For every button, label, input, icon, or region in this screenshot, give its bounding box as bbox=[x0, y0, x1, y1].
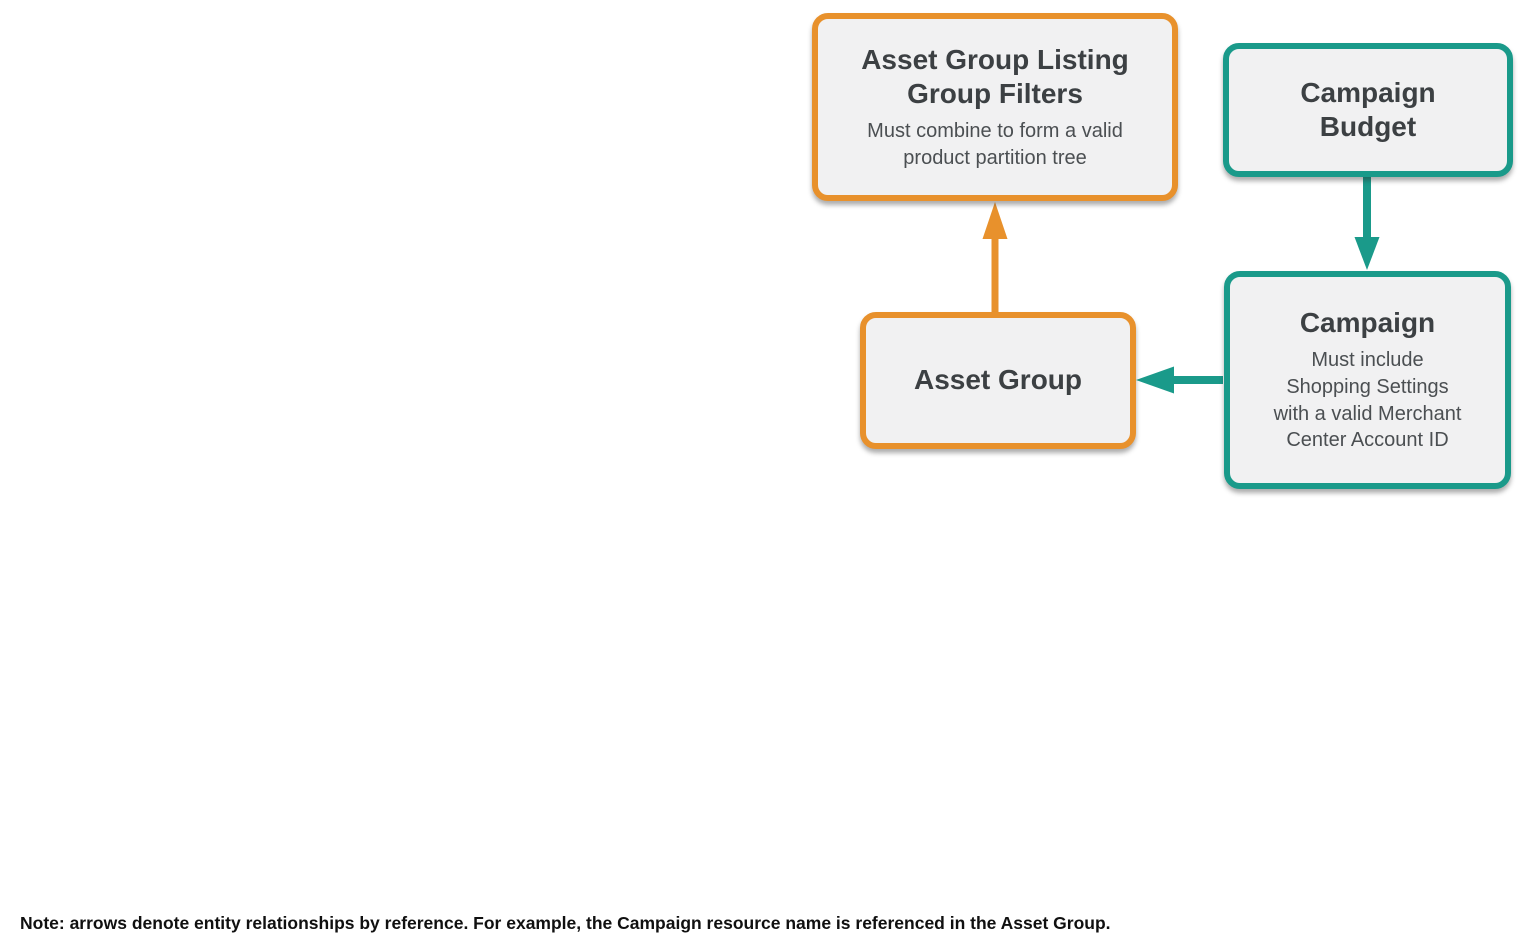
node-title: Asset Group Listing Group Filters bbox=[861, 43, 1129, 109]
node-subtitle: Must combine to form a valid product par… bbox=[867, 119, 1123, 169]
node-campaign: Campaign Must include Shopping Settings … bbox=[1224, 271, 1511, 489]
node-asset-group: Asset Group bbox=[860, 312, 1136, 449]
arrow-campaign-to-asset-group bbox=[1136, 366, 1223, 394]
arrow-campaign-budget-to-campaign bbox=[1354, 176, 1380, 270]
node-title: Campaign Budget bbox=[1300, 76, 1436, 142]
footnote-text: Note: arrows denote entity relationships… bbox=[20, 913, 1111, 933]
node-campaign-budget: Campaign Budget bbox=[1223, 43, 1513, 177]
node-asset-group-listing-group-filters: Asset Group Listing Group Filters Must c… bbox=[812, 13, 1178, 201]
node-subtitle: Must include Shopping Settings with a va… bbox=[1273, 348, 1462, 452]
node-title: Asset Group bbox=[913, 364, 1083, 396]
node-title: Campaign bbox=[1299, 306, 1436, 338]
arrow-asset-group-to-listing-group-filters bbox=[982, 202, 1008, 313]
